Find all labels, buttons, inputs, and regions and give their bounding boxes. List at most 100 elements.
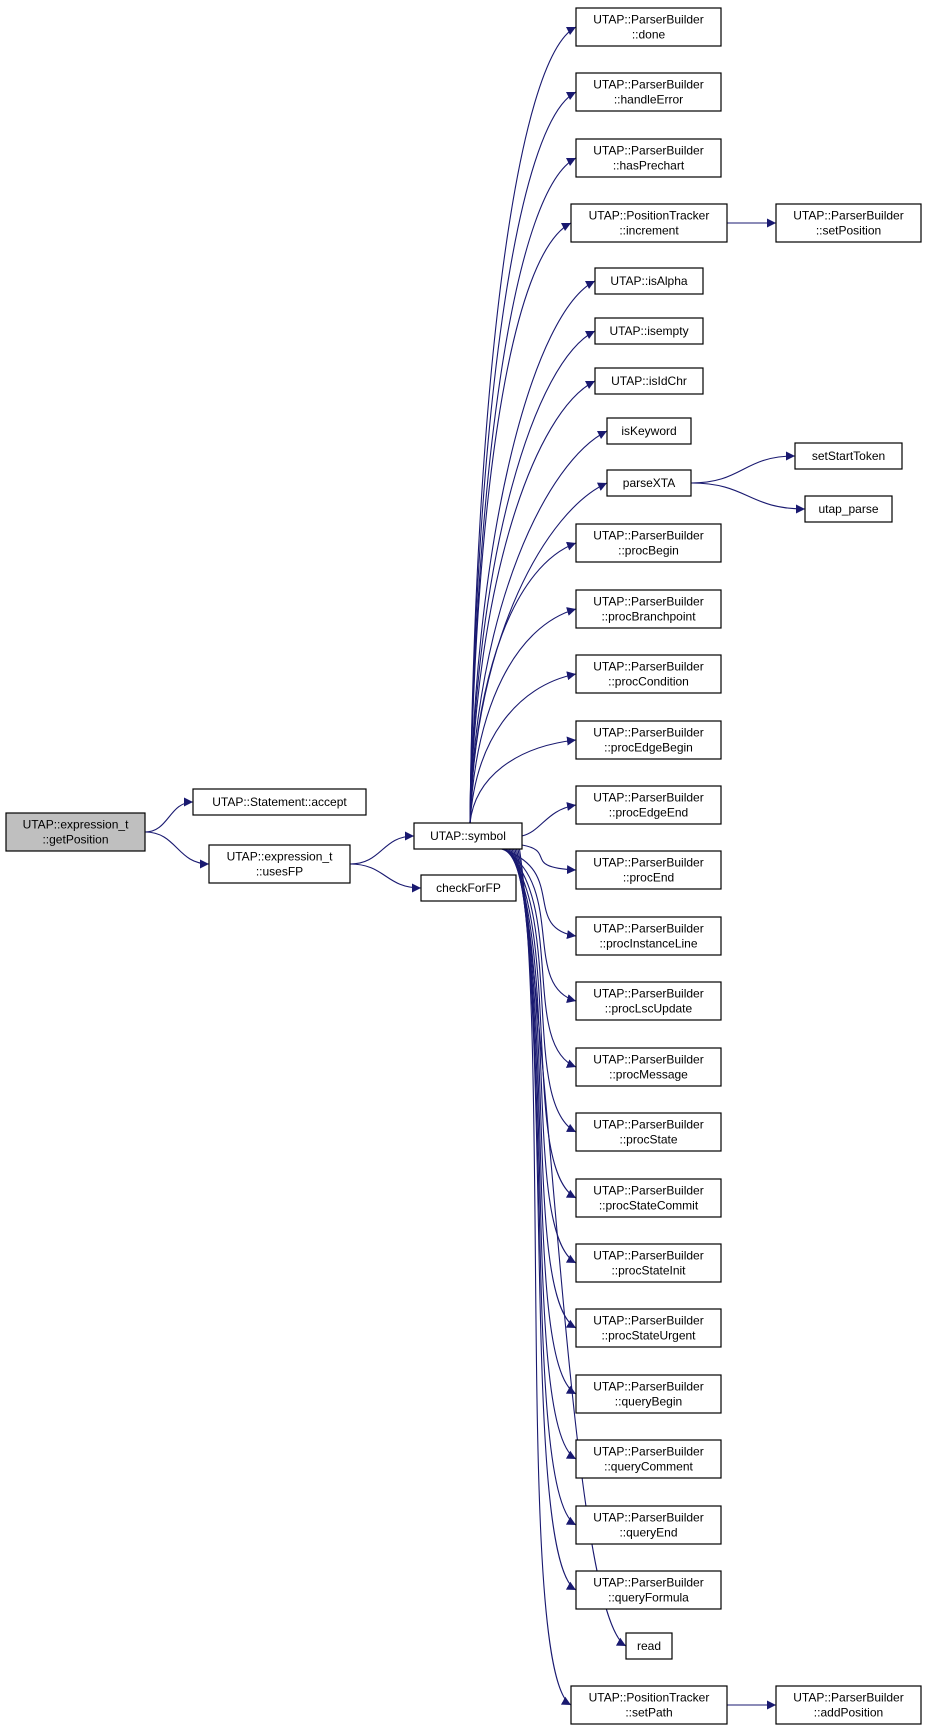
node-procStateInit[interactable]: UTAP::ParserBuilder::procStateInit bbox=[575, 1243, 722, 1283]
node-label: UTAP::expression_t bbox=[23, 818, 129, 832]
node-box bbox=[575, 1112, 722, 1152]
edges-layer bbox=[144, 26, 806, 1710]
node-label: UTAP::ParserBuilder bbox=[593, 1380, 703, 1394]
node-procInstanceLine[interactable]: UTAP::ParserBuilder::procInstanceLine bbox=[575, 916, 722, 956]
node-read[interactable]: read bbox=[625, 1632, 673, 1660]
node-box bbox=[208, 844, 351, 884]
node-label: UTAP::ParserBuilder bbox=[593, 13, 703, 27]
node-setPath[interactable]: UTAP::PositionTracker::setPath bbox=[570, 1685, 728, 1725]
node-queryEnd[interactable]: UTAP::ParserBuilder::queryEnd bbox=[575, 1505, 722, 1545]
node-procEnd[interactable]: UTAP::ParserBuilder::procEnd bbox=[575, 850, 722, 890]
node-accept[interactable]: UTAP::Statement::accept bbox=[192, 788, 367, 816]
node-label: UTAP::ParserBuilder bbox=[593, 1184, 703, 1198]
edge-line bbox=[690, 451, 796, 484]
edge-symbol-to-procBegin bbox=[469, 541, 577, 824]
node-queryFormula[interactable]: UTAP::ParserBuilder::queryFormula bbox=[575, 1570, 722, 1610]
node-box bbox=[575, 1178, 722, 1218]
edge-symbol-to-done bbox=[469, 26, 577, 824]
node-box bbox=[575, 1570, 722, 1610]
edge-symbol-to-procBranchpoint bbox=[469, 607, 577, 824]
node-queryBegin[interactable]: UTAP::ParserBuilder::queryBegin bbox=[575, 1374, 722, 1414]
node-label: UTAP::ParserBuilder bbox=[593, 1249, 703, 1263]
edge-line bbox=[349, 863, 422, 893]
edge-usesFP-to-checkForFP bbox=[349, 863, 422, 893]
node-label: UTAP::ParserBuilder bbox=[593, 660, 703, 674]
edge-symbol-to-procEnd bbox=[521, 844, 577, 875]
node-label: utap_parse bbox=[818, 502, 878, 516]
node-label: ::queryFormula bbox=[608, 1591, 689, 1605]
node-label: UTAP::expression_t bbox=[227, 850, 333, 864]
node-isKeyword[interactable]: isKeyword bbox=[606, 417, 692, 445]
node-hasPrechart[interactable]: UTAP::ParserBuilder::hasPrechart bbox=[575, 138, 722, 178]
edge-line bbox=[518, 848, 572, 1706]
edge-line bbox=[469, 541, 577, 824]
edge-line bbox=[469, 280, 596, 824]
node-box bbox=[594, 267, 704, 295]
node-procCondition[interactable]: UTAP::ParserBuilder::procCondition bbox=[575, 654, 722, 694]
edge-line bbox=[469, 330, 596, 824]
node-procState[interactable]: UTAP::ParserBuilder::procState bbox=[575, 1112, 722, 1152]
node-label: ::procMessage bbox=[609, 1068, 688, 1082]
edge-symbol-to-isempty bbox=[469, 330, 596, 824]
node-label: ::handleError bbox=[614, 93, 683, 107]
node-box bbox=[575, 981, 722, 1021]
node-label: UTAP::ParserBuilder bbox=[593, 595, 703, 609]
node-isIdChr[interactable]: UTAP::isIdChr bbox=[594, 367, 704, 395]
node-box bbox=[420, 874, 517, 902]
node-box bbox=[575, 72, 722, 112]
node-box bbox=[575, 1047, 722, 1087]
node-label: UTAP::Statement::accept bbox=[212, 795, 347, 809]
node-procMessage[interactable]: UTAP::ParserBuilder::procMessage bbox=[575, 1047, 722, 1087]
node-setStartToken[interactable]: setStartToken bbox=[794, 442, 903, 470]
edge-line bbox=[469, 26, 577, 824]
node-checkForFP[interactable]: checkForFP bbox=[420, 874, 517, 902]
edge-symbol-to-setPath bbox=[518, 848, 572, 1706]
node-label: ::procBranchpoint bbox=[601, 610, 696, 624]
node-label: UTAP::ParserBuilder bbox=[593, 1445, 703, 1459]
node-procBegin[interactable]: UTAP::ParserBuilder::procBegin bbox=[575, 523, 722, 563]
node-addPosition[interactable]: UTAP::ParserBuilder::addPosition bbox=[775, 1685, 922, 1725]
node-procEdgeEnd[interactable]: UTAP::ParserBuilder::procEdgeEnd bbox=[575, 785, 722, 825]
node-label: ::procState bbox=[619, 1133, 677, 1147]
node-label: ::procEdgeEnd bbox=[609, 806, 688, 820]
node-box bbox=[575, 720, 722, 760]
node-handleError[interactable]: UTAP::ParserBuilder::handleError bbox=[575, 72, 722, 112]
node-box bbox=[575, 1243, 722, 1283]
node-parseXTA[interactable]: parseXTA bbox=[606, 469, 692, 497]
node-done[interactable]: UTAP::ParserBuilder::done bbox=[575, 7, 722, 47]
node-isempty[interactable]: UTAP::isempty bbox=[594, 317, 704, 345]
node-isAlpha[interactable]: UTAP::isAlpha bbox=[594, 267, 704, 295]
node-increment[interactable]: UTAP::PositionTracker::increment bbox=[570, 203, 728, 243]
node-setPosition[interactable]: UTAP::ParserBuilder::setPosition bbox=[775, 203, 922, 243]
node-utap_parse[interactable]: utap_parse bbox=[804, 495, 893, 523]
edge-line bbox=[514, 848, 577, 1526]
node-label: parseXTA bbox=[623, 476, 675, 490]
node-getPosition[interactable]: UTAP::expression_t::getPosition bbox=[5, 812, 146, 852]
node-usesFP[interactable]: UTAP::expression_t::usesFP bbox=[208, 844, 351, 884]
node-label: UTAP::ParserBuilder bbox=[593, 529, 703, 543]
node-procEdgeBegin[interactable]: UTAP::ParserBuilder::procEdgeBegin bbox=[575, 720, 722, 760]
node-box bbox=[794, 442, 903, 470]
node-box bbox=[575, 785, 722, 825]
node-box bbox=[606, 469, 692, 497]
node-box bbox=[413, 822, 523, 850]
edge-line bbox=[521, 844, 577, 875]
node-procStateCommit[interactable]: UTAP::ParserBuilder::procStateCommit bbox=[575, 1178, 722, 1218]
node-procBranchpoint[interactable]: UTAP::ParserBuilder::procBranchpoint bbox=[575, 589, 722, 629]
node-procLscUpdate[interactable]: UTAP::ParserBuilder::procLscUpdate bbox=[575, 981, 722, 1021]
node-queryComment[interactable]: UTAP::ParserBuilder::queryComment bbox=[575, 1439, 722, 1479]
edge-parseXTA-to-setStartToken bbox=[690, 451, 796, 484]
node-label: ::procBegin bbox=[618, 544, 679, 558]
node-label: ::done bbox=[632, 28, 666, 42]
node-label: UTAP::isIdChr bbox=[611, 374, 687, 388]
node-label: read bbox=[637, 1639, 661, 1653]
node-label: UTAP::ParserBuilder bbox=[793, 1691, 903, 1705]
edge-line bbox=[469, 222, 572, 824]
edge-getPosition-to-accept bbox=[144, 797, 194, 833]
node-symbol[interactable]: UTAP::symbol bbox=[413, 822, 523, 850]
node-label: ::queryEnd bbox=[619, 1526, 677, 1540]
node-label: setStartToken bbox=[812, 449, 885, 463]
node-procStateUrgent[interactable]: UTAP::ParserBuilder::procStateUrgent bbox=[575, 1308, 722, 1348]
node-box bbox=[594, 317, 704, 345]
node-label: ::procInstanceLine bbox=[599, 937, 697, 951]
